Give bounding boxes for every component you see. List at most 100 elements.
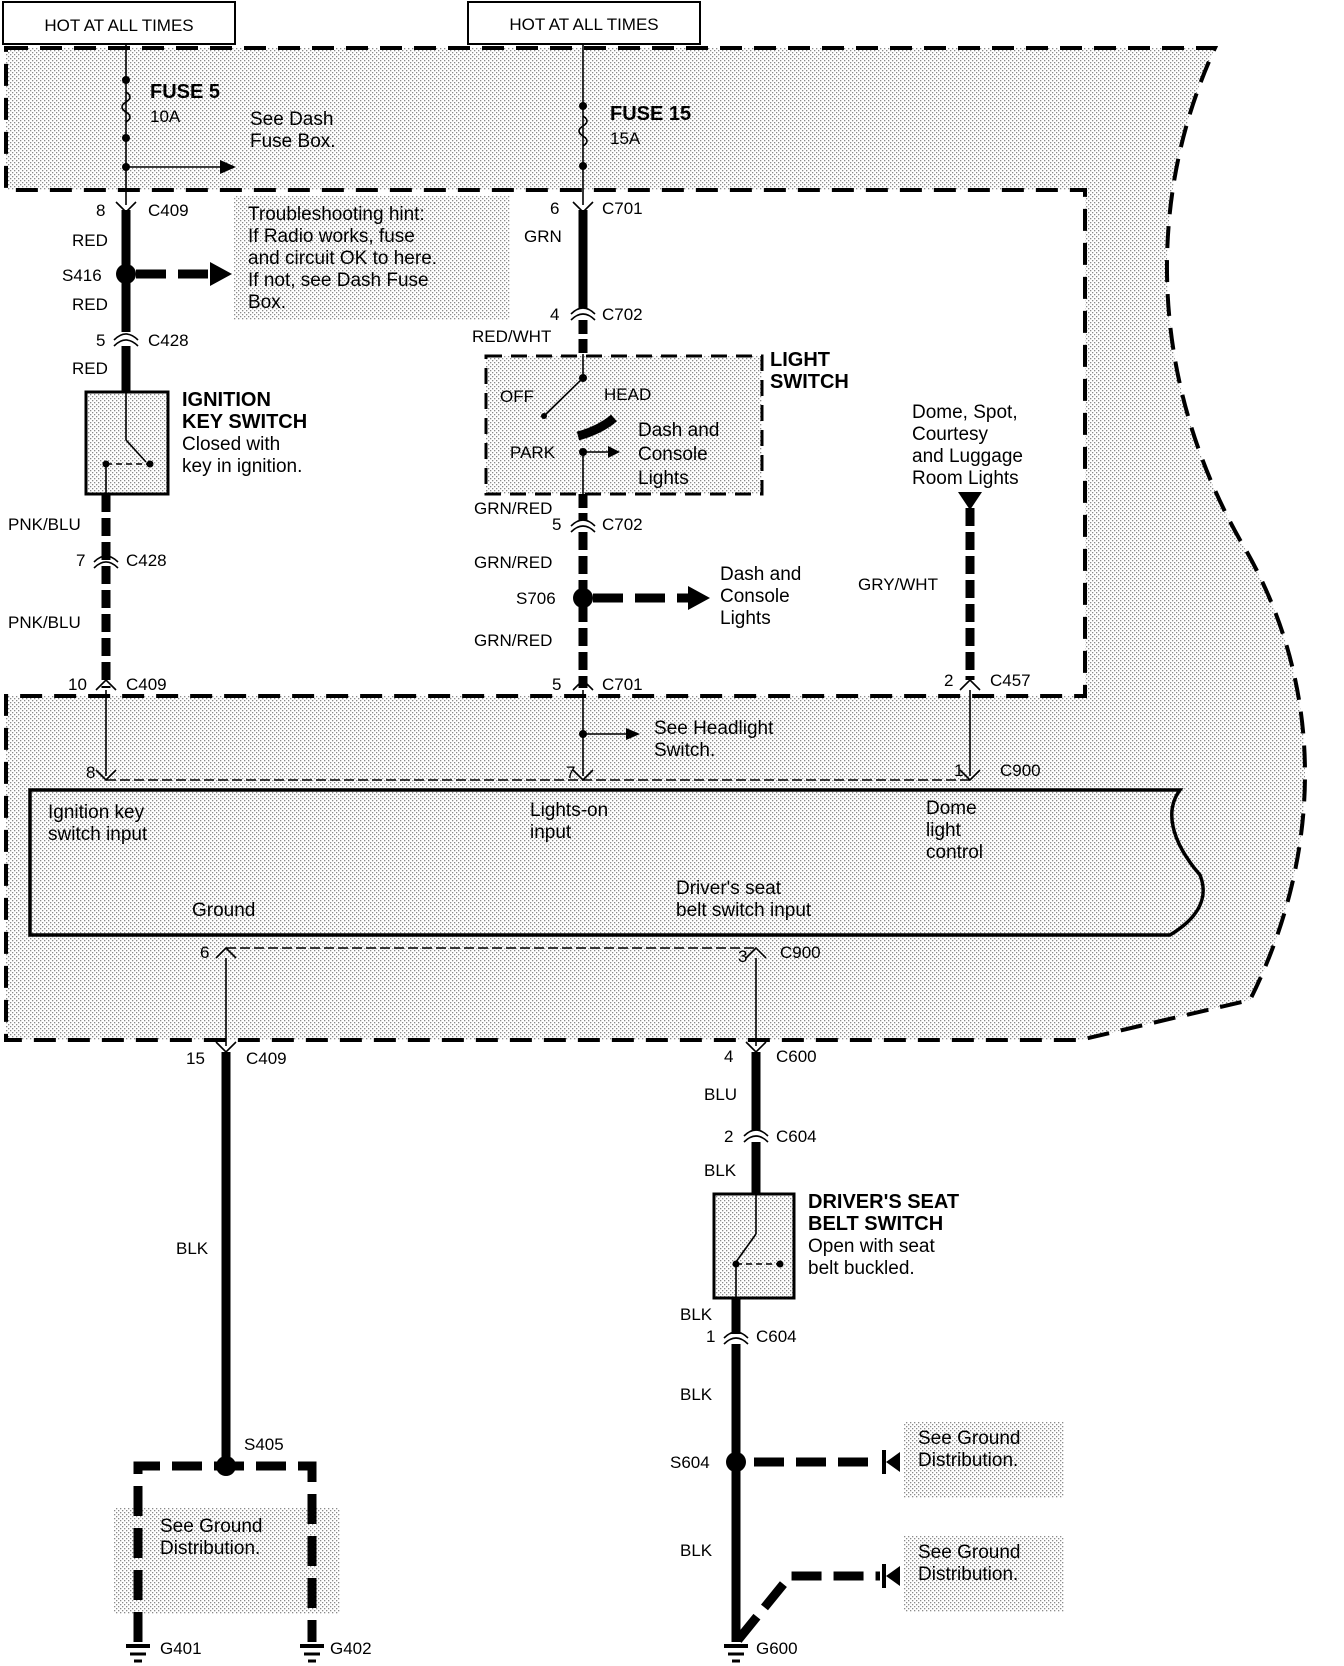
ignition-desc-1: Closed with [182, 434, 280, 455]
see-headlight-l1: See Headlight [654, 718, 774, 739]
c600-label: C600 [776, 1047, 817, 1066]
c701-top-pin: 6 [550, 199, 559, 218]
wire-pnkblu-1: PNK/BLU [8, 515, 81, 534]
see-ground-right-box-1 [904, 1422, 1064, 1498]
dome-l2: Courtesy [912, 424, 989, 445]
c604-bot-label: C604 [756, 1327, 797, 1346]
module-dome-l3: control [926, 842, 983, 863]
c702-top-pin: 4 [550, 305, 559, 324]
hint-line3: and circuit OK to here. [248, 248, 437, 269]
module-belt-l2: belt switch input [676, 900, 812, 921]
wire-red-1: RED [72, 231, 108, 250]
wire-blk-r1: BLK [704, 1161, 737, 1180]
splice-s416 [116, 264, 136, 284]
c428-top-pin: 5 [96, 331, 105, 350]
power-label-right: HOT AT ALL TIMES [509, 15, 658, 34]
c428-top-label: C428 [148, 331, 189, 350]
c457-pin: 2 [944, 671, 953, 690]
wire-blk-r4: BLK [680, 1541, 713, 1560]
ignition-title-1: IGNITION [182, 389, 271, 411]
module-dome-l2: light [926, 820, 962, 841]
c702-bot-pin: 5 [552, 515, 561, 534]
c409-bot-label: C409 [126, 675, 167, 694]
switch-contact [576, 414, 617, 441]
see-dash-line2: Fuse Box. [250, 131, 336, 152]
dome-l1: Dome, Spot, [912, 402, 1018, 423]
light-switch-title-1: LIGHT [770, 349, 830, 371]
see-dash-line1: See Dash [250, 109, 333, 130]
c604-top-pin: 2 [724, 1127, 733, 1146]
fuse5-rating: 10A [150, 107, 181, 126]
c701-bot-label: C701 [602, 675, 643, 694]
s405-label: S405 [244, 1435, 284, 1454]
wire-red-3: RED [72, 359, 108, 378]
hint-line2: If Radio works, fuse [248, 226, 415, 247]
fuse15-rating: 15A [610, 129, 641, 148]
seat-belt-switch-box [712, 1192, 796, 1300]
c428-bot-pin: 7 [76, 551, 85, 570]
dome-load-icon [958, 492, 982, 510]
arrow-icon [886, 1566, 900, 1586]
see-headlight-l2: Switch. [654, 740, 715, 761]
wire-blk-r2: BLK [680, 1305, 713, 1324]
fuse5-symbol [121, 91, 131, 123]
g600-label: G600 [756, 1639, 798, 1658]
s604-label: S604 [670, 1453, 710, 1472]
dash-console-1-l2: Console [638, 444, 708, 465]
control-module-box [28, 788, 1205, 937]
belt-desc-2: belt buckled. [808, 1258, 915, 1279]
dash-console-2-l1: Dash and [720, 564, 801, 585]
dash-console-2-l3: Lights [720, 608, 771, 629]
wire-pnkblu-2: PNK/BLU [8, 613, 81, 632]
c900-bot-pin-3: 3 [738, 947, 747, 966]
wire-grnred-2: GRN/RED [474, 553, 552, 572]
c702-top-label: C702 [602, 305, 643, 324]
see-ground-right-box-2 [904, 1536, 1064, 1612]
g401-label: G401 [160, 1639, 202, 1658]
c900-bot-pin-6: 6 [200, 943, 209, 962]
ignition-switch-box [84, 390, 170, 496]
wire-red-2: RED [72, 295, 108, 314]
wire-grn: GRN [524, 227, 562, 246]
c900-top-pin-7: 7 [566, 763, 575, 782]
module-lights-l1: Lights-on [530, 800, 608, 821]
dash-console-1-l1: Dash and [638, 420, 719, 441]
module-lights-l2: input [530, 822, 572, 843]
c701-top-label: C701 [602, 199, 643, 218]
wire-grnred-3: GRN/RED [474, 631, 552, 650]
dome-l3: and Luggage [912, 446, 1023, 467]
belt-desc-1: Open with seat [808, 1236, 935, 1257]
see-ground-left-l2: Distribution. [160, 1538, 260, 1559]
pos-park: PARK [510, 443, 556, 462]
arrow-icon [886, 1452, 900, 1472]
ground-icon [300, 1644, 324, 1663]
c701-bot-pin: 5 [552, 675, 561, 694]
see-ground-r1-l1: See Ground [918, 1428, 1020, 1449]
light-switch-box [484, 354, 764, 496]
c900-top-label: C900 [1000, 761, 1041, 780]
s416-label: S416 [62, 266, 102, 285]
hint-line1: Troubleshooting hint: [248, 204, 425, 225]
module-belt-l1: Driver's seat [676, 878, 782, 899]
see-ground-r1-l2: Distribution. [918, 1450, 1018, 1471]
c604-top-label: C604 [776, 1127, 817, 1146]
wire-grnred-1: GRN/RED [474, 499, 552, 518]
hint-line5: Box. [248, 292, 286, 313]
wire-blu: BLU [704, 1085, 737, 1104]
wire-redwht: RED/WHT [472, 327, 551, 346]
arrow-icon [210, 262, 232, 286]
s706-label: S706 [516, 589, 556, 608]
hint-line4: If not, see Dash Fuse [248, 270, 429, 291]
c409-bot-pin: 10 [68, 675, 87, 694]
belt-title-1: DRIVER'S SEAT [808, 1191, 959, 1213]
dome-l4: Room Lights [912, 468, 1019, 489]
c409-gnd-label: C409 [246, 1049, 287, 1068]
see-ground-r2-l1: See Ground [918, 1542, 1020, 1563]
see-ground-left-box [114, 1508, 340, 1614]
ground-icon [724, 1644, 748, 1663]
c409-top-pin: 8 [96, 201, 105, 220]
c702-bot-label: C702 [602, 515, 643, 534]
module-ground: Ground [192, 900, 255, 921]
wire-blk-left: BLK [176, 1239, 209, 1258]
wire-blk-r3: BLK [680, 1385, 713, 1404]
